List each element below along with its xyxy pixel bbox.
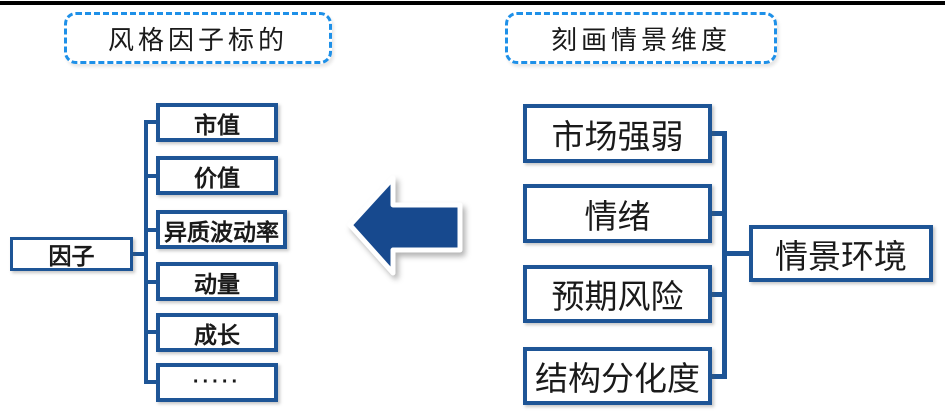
scene-item-box: 预期风险 <box>523 265 712 323</box>
factor-item-label: 价值 <box>194 164 240 191</box>
factor-item-label: 市值 <box>194 111 240 138</box>
top-divider <box>0 1 945 5</box>
left-header: 风格因子标的 <box>64 12 332 64</box>
factor-item-box: 成长 <box>156 313 278 352</box>
right-stub-line <box>710 211 727 216</box>
right-stub-line <box>710 374 727 379</box>
right-stub-line <box>710 292 727 297</box>
scene-item-label: 预期风险 <box>551 278 684 315</box>
factor-item-label: 成长 <box>194 321 240 348</box>
factor-item-box: 异质波动率 <box>156 210 287 249</box>
left-stub-line <box>144 280 158 284</box>
scene-item-label: 情绪 <box>584 197 651 235</box>
scene-item-label: 市场强弱 <box>551 117 684 155</box>
scene-item-box: 结构分化度 <box>523 347 712 405</box>
left-stub-line <box>144 174 158 178</box>
factor-item-box: 价值 <box>156 156 278 195</box>
arrow-left-icon <box>344 172 466 279</box>
left-stub-line <box>144 120 158 124</box>
left-stub-line <box>144 228 158 232</box>
scene-item-box: 市场强弱 <box>523 104 712 163</box>
factor-root-connector <box>130 252 148 256</box>
right-header: 刻画情景维度 <box>505 12 777 64</box>
factor-root-label: 因子 <box>48 243 95 269</box>
scene-item-label: 结构分化度 <box>535 360 700 397</box>
factor-item-box: 动量 <box>156 262 278 301</box>
factor-item-label: 异质波动率 <box>164 218 279 245</box>
factor-item-label: 动量 <box>194 270 240 297</box>
left-stub-line <box>144 330 158 334</box>
left-header-label: 风格因子标的 <box>107 25 288 55</box>
scene-root-box: 情景环境 <box>749 225 933 282</box>
scene-item-box: 情绪 <box>523 184 712 243</box>
scene-root-label: 情景环境 <box>775 237 907 275</box>
right-header-label: 刻画情景维度 <box>550 25 731 55</box>
factor-item-box: ····· <box>156 363 278 402</box>
factor-item-label: ····· <box>192 371 242 393</box>
right-stub-line <box>710 131 727 136</box>
scene-root-connector <box>722 251 751 256</box>
factor-root-box: 因子 <box>10 237 133 271</box>
factor-item-box: 市值 <box>156 103 278 142</box>
left-stub-line <box>144 380 158 384</box>
